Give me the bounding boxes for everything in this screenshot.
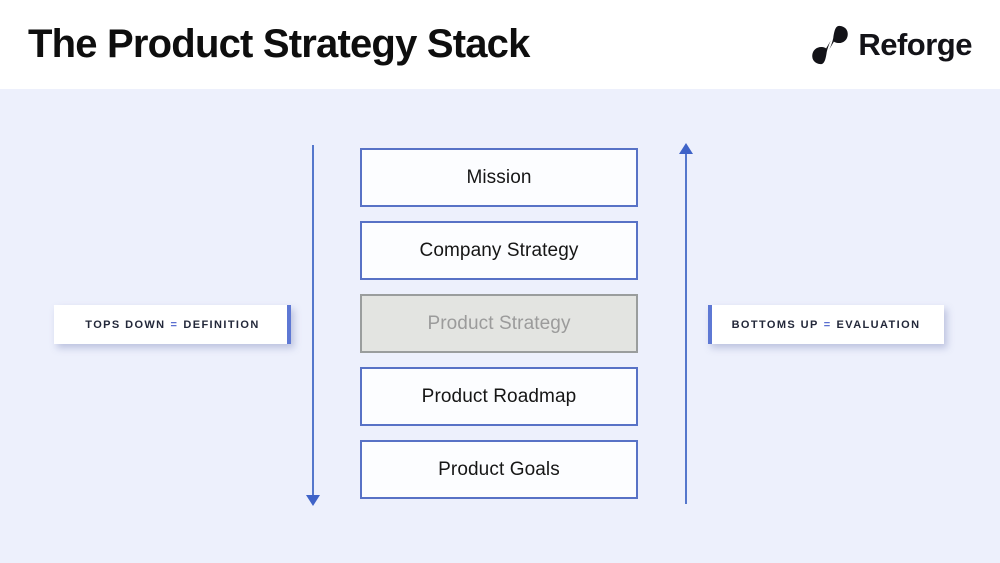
accent-bar [287, 305, 291, 344]
stack-box-product-goals: Product Goals [360, 440, 638, 499]
tops-down-annotation: TOPS DOWN = DEFINITION [54, 305, 291, 344]
annotation-equals: = [823, 318, 832, 331]
bottoms-up-annotation: BOTTOMS UP = EVALUATION [708, 305, 944, 344]
stack-box-label: Product Roadmap [421, 385, 577, 407]
arrow-up-icon [679, 143, 693, 154]
stack-box-mission: Mission [360, 148, 638, 207]
annotation-text: BOTTOMS UP = EVALUATION [732, 319, 921, 331]
diagram-canvas: Mission Company Strategy Product Strateg… [0, 89, 1000, 563]
annotation-equals: = [170, 318, 179, 331]
annotation-term: TOPS DOWN [85, 318, 166, 331]
arrow-down-icon [306, 495, 320, 506]
stack-box-label: Product Goals [438, 458, 560, 480]
stack-box-label: Company Strategy [419, 239, 579, 261]
strategy-stack: Mission Company Strategy Product Strateg… [360, 148, 638, 513]
brand-logo: Reforge [811, 24, 972, 66]
reforge-mark-icon [812, 25, 849, 64]
slide-header: The Product Strategy Stack Reforge [0, 0, 1000, 89]
brand-name: Reforge [858, 26, 972, 62]
stack-box-product-roadmap: Product Roadmap [360, 367, 638, 426]
annotation-term: BOTTOMS UP [731, 318, 819, 331]
page-title: The Product Strategy Stack [28, 22, 530, 66]
accent-bar [708, 305, 712, 344]
annotation-result: EVALUATION [836, 318, 921, 331]
bottoms-up-arrow-line [685, 152, 687, 504]
annotation-text: TOPS DOWN = DEFINITION [85, 319, 259, 331]
stack-box-company-strategy: Company Strategy [360, 221, 638, 280]
stack-box-label: Mission [466, 166, 532, 188]
annotation-result: DEFINITION [183, 318, 260, 331]
stack-box-product-strategy: Product Strategy [360, 294, 638, 353]
stack-box-label: Product Strategy [427, 312, 571, 334]
tops-down-arrow-line [312, 145, 314, 496]
